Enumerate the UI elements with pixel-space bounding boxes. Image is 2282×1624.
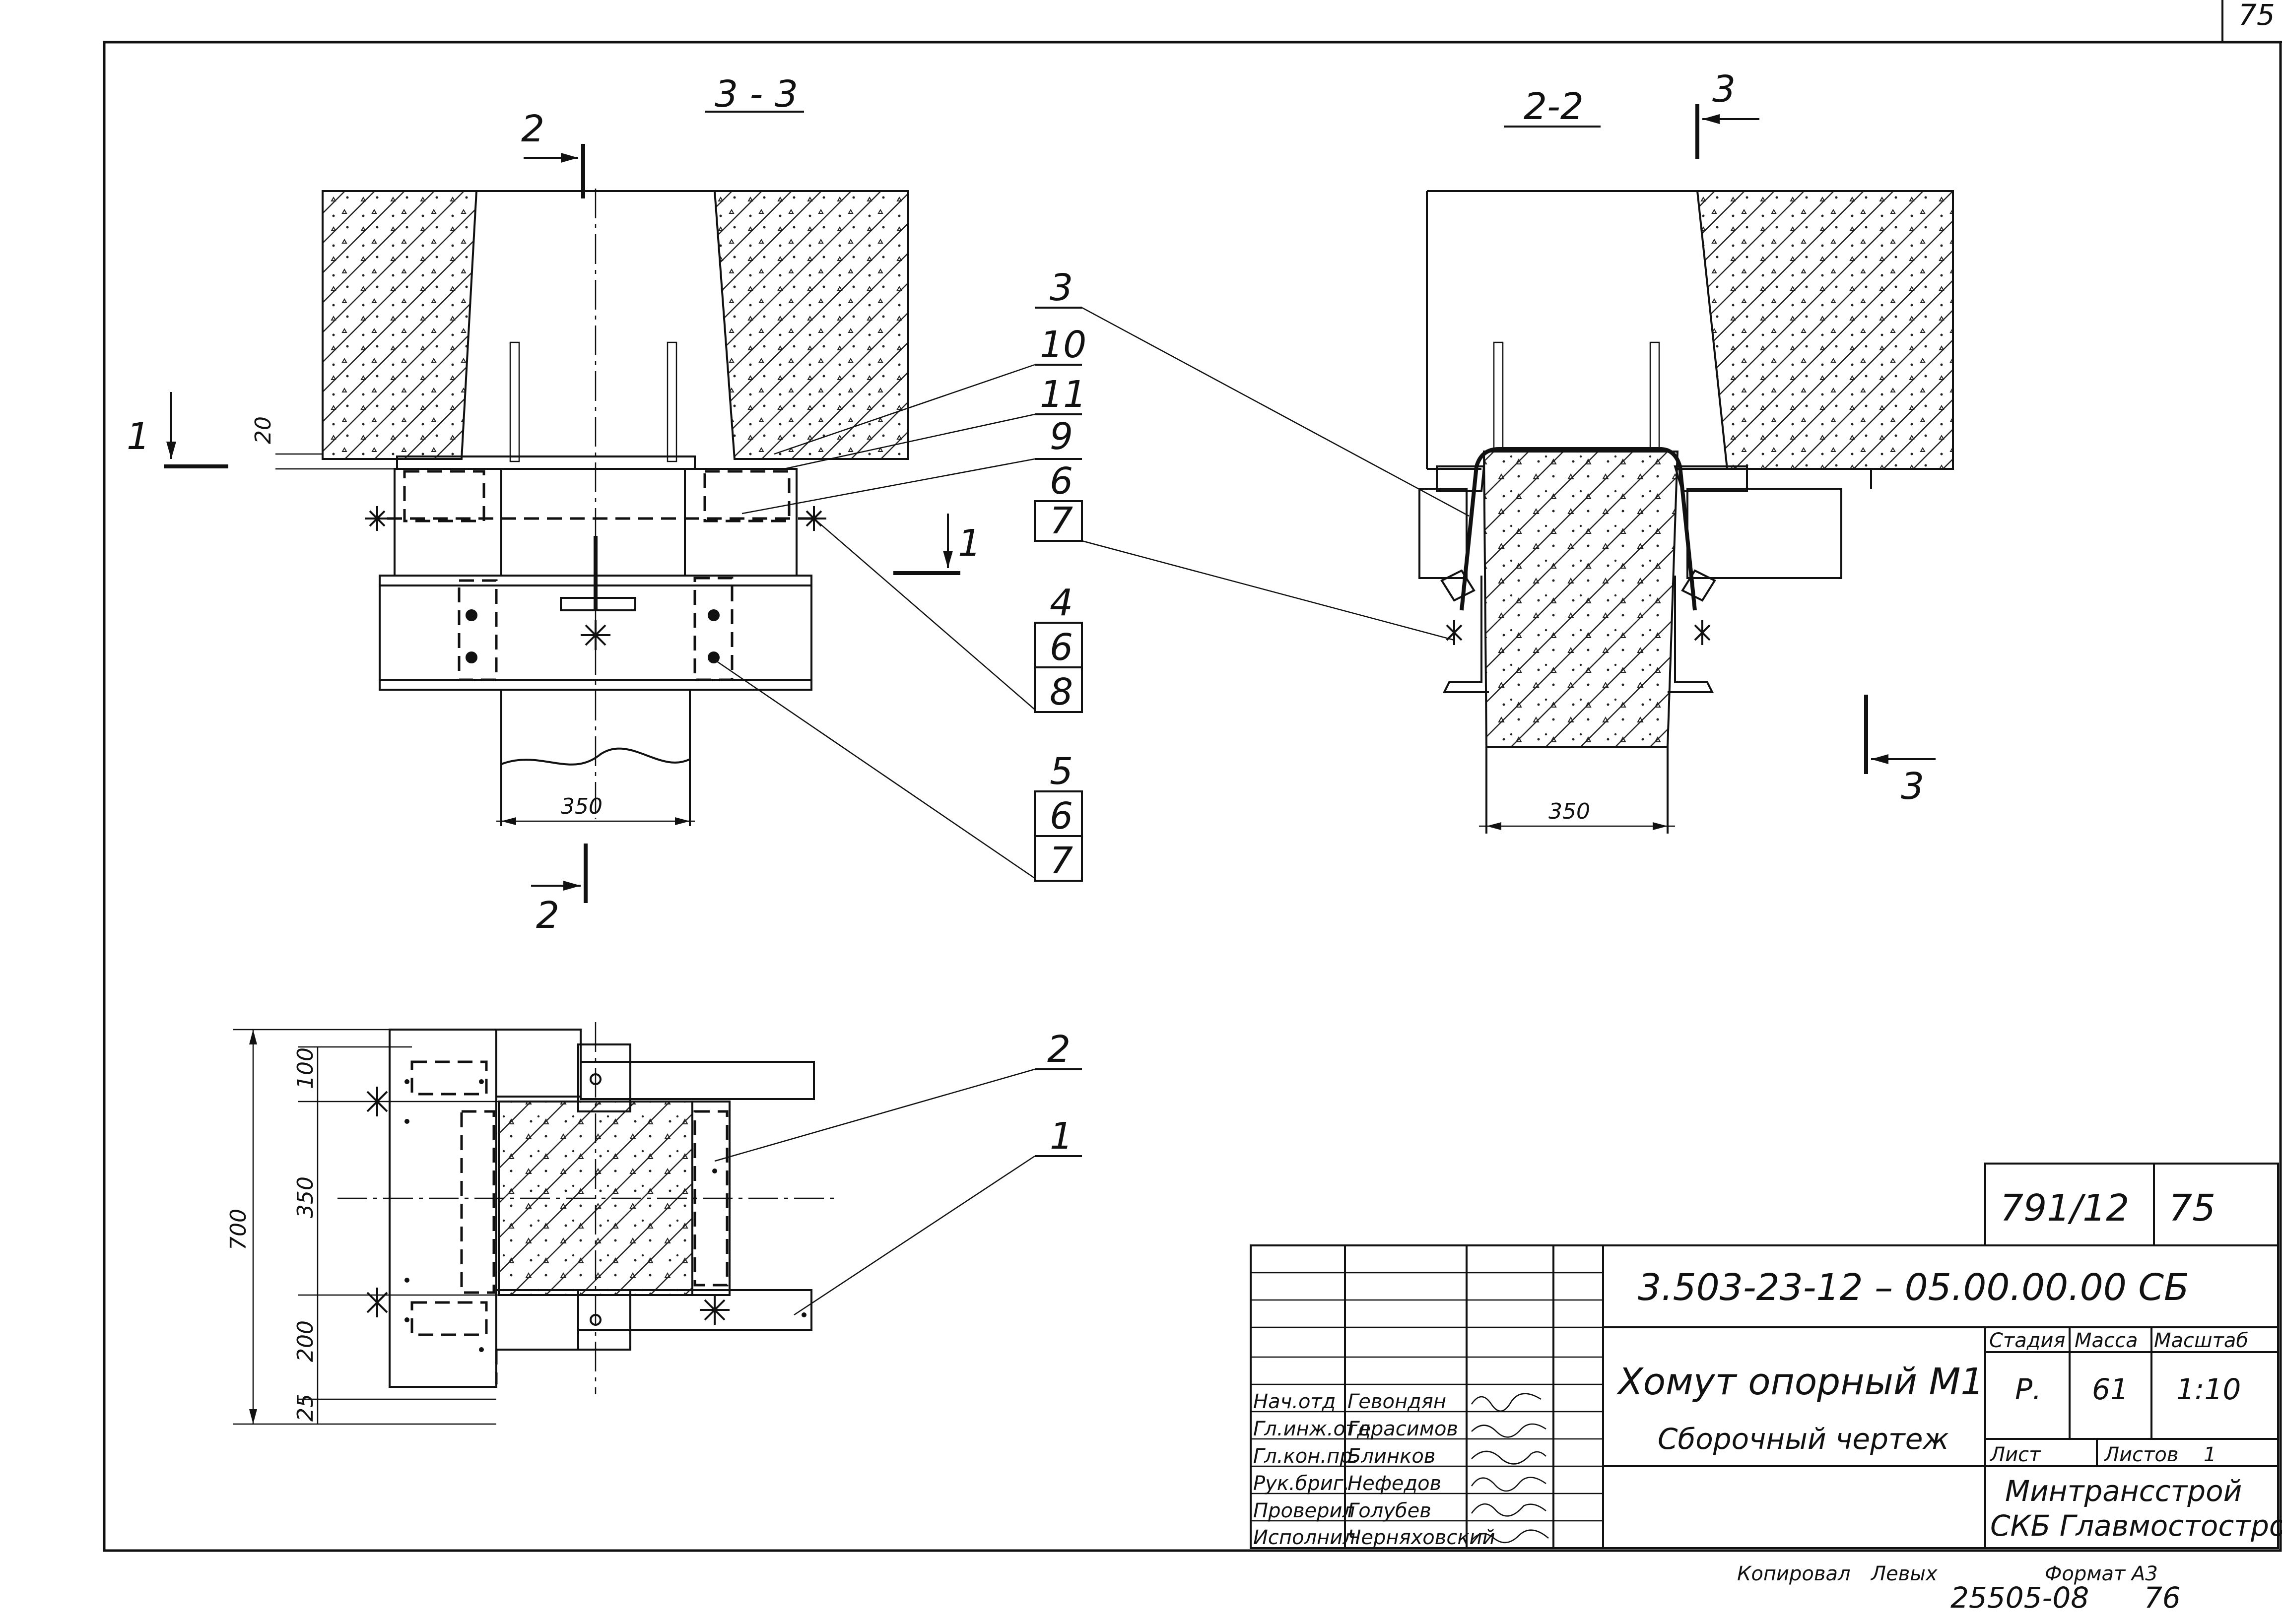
callout-10: 10 — [1040, 324, 1086, 366]
section-3-3: 3 - 3 2 20 — [127, 73, 981, 937]
dim-700: 700 — [226, 1209, 251, 1250]
role-0: Нач.отд — [1253, 1390, 1336, 1413]
document-code: 3.503-23-12 – 05.00.00.00 СБ — [1638, 1266, 2189, 1309]
callout-6a: 6 — [1050, 460, 1073, 503]
organization-line-1: Минтрансстрой — [2005, 1474, 2242, 1508]
dim-350-section-3-3: 350 — [561, 794, 603, 819]
dim-350-section-2-2: 350 — [1548, 799, 1590, 824]
drawing-title: Хомут опорный М1 — [1616, 1361, 1984, 1403]
cut-2-top-label: 2 — [521, 108, 544, 150]
role-2: Гл.кон.пр. — [1253, 1445, 1358, 1468]
signatures — [1471, 1393, 1549, 1543]
cut-3-top-label: 3 — [1712, 68, 1736, 111]
callout-8: 8 — [1050, 671, 1073, 714]
role-4: Проверил — [1253, 1499, 1355, 1522]
name-4: Голубев — [1347, 1499, 1431, 1522]
name-1: Герасимов — [1347, 1418, 1458, 1440]
callout-5: 5 — [1050, 750, 1073, 793]
role-3: Рук.бриг. — [1253, 1472, 1349, 1495]
scale-header: Масштаб — [2154, 1329, 2248, 1352]
organization-line-2: СКБ Главмостостроя — [1990, 1509, 2282, 1543]
format-label: Формат А3 — [2045, 1562, 2158, 1585]
dim-100: 100 — [293, 1047, 318, 1089]
drawing-frame — [103, 41, 2282, 1552]
callout-7a: 7 — [1050, 500, 1073, 542]
mass-header: Масса — [2075, 1329, 2138, 1352]
callout-9: 9 — [1050, 415, 1073, 458]
role-5: Исполнил — [1253, 1526, 1355, 1549]
callout-6b: 6 — [1050, 626, 1073, 669]
footer: Копировал Левых Формат А3 25505-08 76 — [1737, 1562, 2181, 1615]
name-2: Блинков — [1347, 1445, 1435, 1468]
sheets-count: 1 — [2204, 1443, 2216, 1466]
dim-20: 20 — [251, 416, 276, 444]
section-2-2: 2-2 3 — [1418, 68, 1954, 834]
stage-header: Стадия — [1989, 1329, 2065, 1352]
section-2-2-label: 2-2 — [1524, 85, 1584, 128]
cut-1-left-label: 1 — [127, 415, 150, 458]
dim-200: 200 — [293, 1320, 318, 1362]
inventory-page: 76 — [2144, 1581, 2181, 1615]
name-3: Нефедов — [1347, 1472, 1441, 1495]
dim-25: 25 — [293, 1394, 318, 1422]
sheet-reference: 791/12 — [2000, 1187, 2129, 1230]
page-number-box: 75 — [2221, 0, 2282, 43]
inventory-number: 25505-08 — [1950, 1581, 2089, 1615]
scale-value: 1:10 — [2176, 1372, 2241, 1406]
cut-2-bottom-label: 2 — [536, 894, 559, 937]
plan-view: 100 350 200 25 700 — [226, 1022, 839, 1425]
name-5: Черняховский — [1347, 1526, 1495, 1549]
stage-value: Р. — [2015, 1372, 2041, 1406]
callout-1: 1 — [1050, 1115, 1073, 1158]
callout-4: 4 — [1050, 582, 1073, 624]
name-0: Гевондян — [1347, 1390, 1446, 1413]
cut-1-right-label: 1 — [958, 522, 981, 565]
drawing-subtitle: Сборочный чертеж — [1658, 1422, 1949, 1456]
callout-6c: 6 — [1050, 795, 1073, 838]
cut-3-bottom-label: 3 — [1901, 765, 1924, 808]
dim-350-plan: 350 — [293, 1176, 318, 1218]
role-1: Гл.инж.отд — [1253, 1418, 1371, 1440]
callouts: 3 10 11 9 6 7 4 6 8 5 6 7 — [714, 266, 1470, 1316]
page-number: 75 — [2238, 0, 2275, 32]
sheet-label: Лист — [1989, 1443, 2041, 1466]
mass-value: 61 — [2092, 1372, 2129, 1406]
callout-11: 11 — [1040, 373, 1086, 416]
callout-3: 3 — [1050, 266, 1073, 309]
sheet-reference-number: 75 — [2169, 1187, 2215, 1230]
callout-2: 2 — [1047, 1028, 1071, 1071]
sheets-label: Листов — [2103, 1443, 2178, 1466]
title-block: 791/12 75 Нач.отд Гевондян Гл.инж.отд Ге… — [1250, 1163, 2282, 1549]
section-3-3-label: 3 - 3 — [715, 73, 798, 116]
callout-7b: 7 — [1050, 840, 1073, 882]
copied-label: Копировал — [1737, 1562, 1851, 1585]
copied-by: Левых — [1870, 1562, 1938, 1585]
